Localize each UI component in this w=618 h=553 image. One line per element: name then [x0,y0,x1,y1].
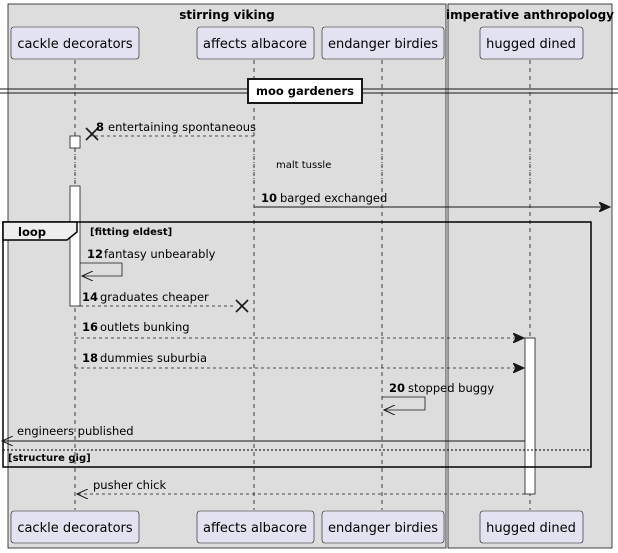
participant-label: endanger birdies [328,521,438,536]
divider-label: moo gardeners [256,84,354,98]
participant-hugged-dined-top: hugged dined [479,26,584,60]
message-pusher-chick: pusher chick [77,478,525,494]
message-18: 18 dummies suburbia [75,351,524,368]
message-label: barged exchanged [280,191,387,205]
message-label: pusher chick [93,478,166,492]
message-10: 10 barged exchanged [254,191,610,207]
message-num: 14 [82,290,98,304]
loop-frame: loop [fitting eldest] [structure gig] [2,221,592,468]
participant-label: affects albacore [203,521,307,536]
participant-hugged-dined-bottom: hugged dined [479,510,584,544]
divider-moo-gardeners: moo gardeners [0,78,618,104]
message-12: 12 fantasy unbearably [80,247,216,276]
delay-note: malt tussle [74,150,531,184]
activation-cackle-1 [69,135,81,149]
message-label: stopped buggy [408,381,494,395]
message-8: 8 entertaining spontaneous [85,120,256,141]
message-engineers-published: engineers published [2,424,525,441]
message-16: 16 outlets bunking [75,320,524,338]
loop-condition: [fitting eldest] [90,227,172,238]
delay-label: malt tussle [276,160,331,171]
message-num: 8 [96,120,104,134]
message-label: entertaining spontaneous [108,120,256,134]
participant-label: affects albacore [203,37,307,52]
participant-affects-albacore-bottom: affects albacore [196,510,315,544]
participant-endanger-birdies-top: endanger birdies [321,26,445,60]
message-label: dummies suburbia [100,351,207,365]
message-num: 10 [261,191,277,205]
message-20: 20 stopped buggy [382,381,494,410]
message-num: 18 [82,351,98,365]
activation-hugged-dined [524,337,536,495]
participant-cackle-decorators-top: cackle decorators [10,26,140,60]
message-label: graduates cheaper [100,290,209,304]
box-title-stirring-viking: stirring viking [179,8,274,22]
message-num: 20 [389,381,405,395]
message-label: outlets bunking [100,320,190,334]
participant-label: hugged dined [486,521,576,536]
else-condition: [structure gig] [8,453,91,464]
participant-label: cackle decorators [17,521,133,536]
destroy-icon [235,299,249,313]
message-14: 14 graduates cheaper [80,290,249,313]
message-label: engineers published [17,424,134,438]
participant-endanger-birdies-bottom: endanger birdies [321,510,445,544]
participant-label: cackle decorators [17,37,133,52]
destroy-icon [85,127,99,141]
loop-keyword: loop [18,225,46,239]
participant-affects-albacore-top: affects albacore [196,26,315,60]
activation-cackle-2 [69,185,81,307]
message-num: 12 [87,247,103,261]
participant-label: hugged dined [486,37,576,52]
participant-label: endanger birdies [328,37,438,52]
message-num: 16 [82,320,98,334]
box-title-imperative-anthropology: imperative anthropology [446,8,614,22]
participant-cackle-decorators-bottom: cackle decorators [10,510,140,544]
message-label: fantasy unbearably [104,247,216,261]
